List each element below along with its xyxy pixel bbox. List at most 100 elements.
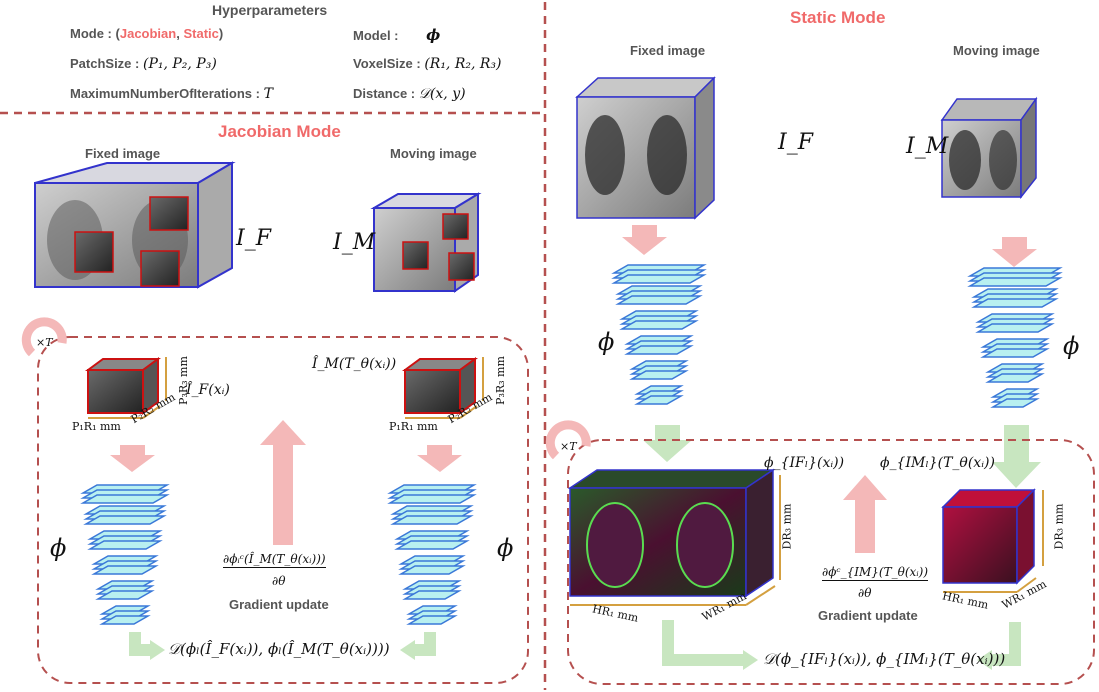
- jacobian-patch-m-cube: [401, 357, 484, 419]
- network-layer: [91, 565, 159, 575]
- network-layer: [980, 348, 1050, 358]
- jacobian-network-left: [80, 484, 170, 625]
- jacobian-phi-right: ϕ: [497, 534, 514, 562]
- jacobian-gradient-arrow: [260, 420, 306, 545]
- hyper-mode-close: ): [218, 26, 224, 41]
- hyper-model-val: ϕ: [426, 26, 441, 44]
- network-layer: [619, 320, 699, 330]
- jacobian-arrow-f-down: [110, 445, 155, 472]
- hyper-dist-key: Distance :: [353, 86, 416, 101]
- jacobian-patch-f-cube: [84, 357, 167, 419]
- jacobian-fixed-cube: [34, 161, 236, 289]
- hyper-iter-val: T: [263, 86, 273, 102]
- network-layer: [975, 323, 1055, 333]
- jacobian-grad-num: ∂ϕᵢᶜ(Î_M(T_θ(xᵢ))): [223, 552, 326, 568]
- jacobian-fixed-label: Fixed image: [85, 146, 161, 161]
- hyper-model-key: Model :: [353, 28, 399, 43]
- static-loop-icon: [545, 420, 591, 460]
- network-layer: [99, 615, 151, 625]
- jacobian-green-arrow-left: [129, 632, 152, 656]
- static-loop-box: [567, 439, 1095, 685]
- hyper-voxel: VoxelSize : (R₁, R₂, R₃): [353, 56, 502, 72]
- static-dim-d: DR₃ mm: [780, 503, 794, 550]
- static-phi-left: ϕ: [598, 328, 615, 356]
- static-gradient-arrow: [843, 475, 887, 553]
- hyper-model: Model : ϕ: [353, 26, 440, 44]
- hyper-voxel-key: VoxelSize :: [353, 56, 421, 71]
- network-layer: [83, 515, 167, 525]
- jacobian-grad-den: ∂θ: [272, 574, 286, 588]
- network-layer: [406, 615, 458, 625]
- hyper-patch-val: (P₁, P₂, P₃): [142, 56, 217, 72]
- jacobian-patch-f-label: Î_F(xᵢ): [186, 382, 230, 398]
- network-layer: [624, 345, 694, 355]
- hyper-iter: MaximumNumberOfIterations : T: [70, 86, 273, 102]
- static-feat-f-label: ϕ_{IFₗ}(xᵢ)): [764, 455, 845, 471]
- hyper-mode-key: Mode :: [70, 26, 112, 41]
- jacobian-title: Jacobian Mode: [218, 122, 341, 141]
- static-feat-m-label: ϕ_{IMₗ}(T_θ(xᵢ)): [880, 455, 995, 471]
- jacobian-dim-p1-m: P₁R₁ mm: [389, 420, 438, 433]
- static-arrow-m-down: [992, 237, 1037, 267]
- static-green-arrow-right: [990, 622, 1021, 666]
- jacobian-network-right: [387, 484, 477, 625]
- static-feature-f-cube: [567, 468, 781, 606]
- static-feature-m-cube: [941, 488, 1044, 593]
- jacobian-dim-p1-f: P₁R₁ mm: [72, 420, 121, 433]
- static-fixed-cube: [575, 76, 716, 220]
- hyper-dist-val: 𝒟(x, y): [418, 86, 466, 102]
- network-layer: [990, 398, 1040, 408]
- jacobian-moving-cube: [370, 192, 482, 293]
- static-arrow-f-down: [622, 225, 667, 255]
- hyper-patch-key: PatchSize :: [70, 56, 140, 71]
- static-dim-d-m: DR₃ mm: [1052, 503, 1066, 550]
- static-grad-den: ∂θ: [858, 586, 872, 600]
- network-layer: [971, 298, 1059, 308]
- jacobian-distance: 𝒟(ϕₗ(Î_F(xᵢ)), ϕₗ(Î_M(T_θ(xᵢ)))): [168, 640, 390, 658]
- static-fixed-label: Fixed image: [630, 43, 706, 58]
- static-moving-label: Moving image: [953, 43, 1040, 58]
- static-distance: 𝒟(ϕ_{IFₗ}(xᵢ)), ϕ_{IMₗ}(T_θ(xᵢ))): [763, 650, 1006, 668]
- static-green-down-left: [643, 425, 692, 462]
- network-layer: [615, 295, 703, 305]
- static-moving-cube: [940, 96, 1038, 200]
- static-phi-right: ϕ: [1063, 332, 1080, 360]
- static-network-right: [967, 267, 1063, 408]
- jacobian-arrow-m-down: [417, 445, 462, 472]
- jacobian-loop-box: [37, 336, 529, 684]
- network-layer: [387, 494, 477, 504]
- hyper-mode-static: Static: [183, 26, 219, 41]
- jacobian-moving-label: Moving image: [390, 146, 477, 161]
- network-layer: [80, 494, 170, 504]
- hyper-title: Hyperparameters: [212, 2, 328, 18]
- static-green-arrow-left: [662, 620, 745, 666]
- hyper-mode-jacobian: Jacobian: [119, 26, 177, 41]
- hyper-patch: PatchSize : (P₁, P₂, P₃): [70, 56, 217, 72]
- hyper-mode: Mode : (Jacobian, Static): [70, 26, 223, 41]
- static-network-left: [611, 264, 707, 405]
- network-layer: [629, 370, 689, 380]
- network-layer: [398, 565, 466, 575]
- network-layer: [611, 274, 707, 284]
- jacobian-green-arrow-right: [413, 632, 436, 656]
- jacobian-loop-icon: [21, 317, 67, 357]
- network-layer: [87, 540, 163, 550]
- static-title: Static Mode: [790, 8, 886, 27]
- static-iter: ×T: [560, 440, 577, 453]
- static-IM: I_M: [906, 134, 949, 159]
- jacobian-patch-m-label: Î_M(T_θ(xᵢ)): [312, 356, 397, 372]
- hyper-voxel-val: (R₁, R₂, R₃): [424, 56, 502, 72]
- hyper-distance: Distance : 𝒟(x, y): [353, 86, 466, 102]
- hyper-mode-sep: ,: [176, 26, 180, 41]
- network-layer: [95, 590, 155, 600]
- jacobian-dim-p3-m: P₃R₃ mm: [493, 356, 507, 405]
- jacobian-phi-left: ϕ: [50, 534, 67, 562]
- static-green-down-right: [992, 425, 1041, 488]
- hyper-iter-key: MaximumNumberOfIterations :: [70, 86, 260, 101]
- network-layer: [985, 373, 1045, 383]
- jacobian-grad-label: Gradient update: [229, 597, 329, 612]
- jacobian-IF: I_F: [236, 226, 271, 251]
- static-grad-num: ∂ϕᶜ_{IM}(T_θ(xᵢ)): [822, 565, 929, 581]
